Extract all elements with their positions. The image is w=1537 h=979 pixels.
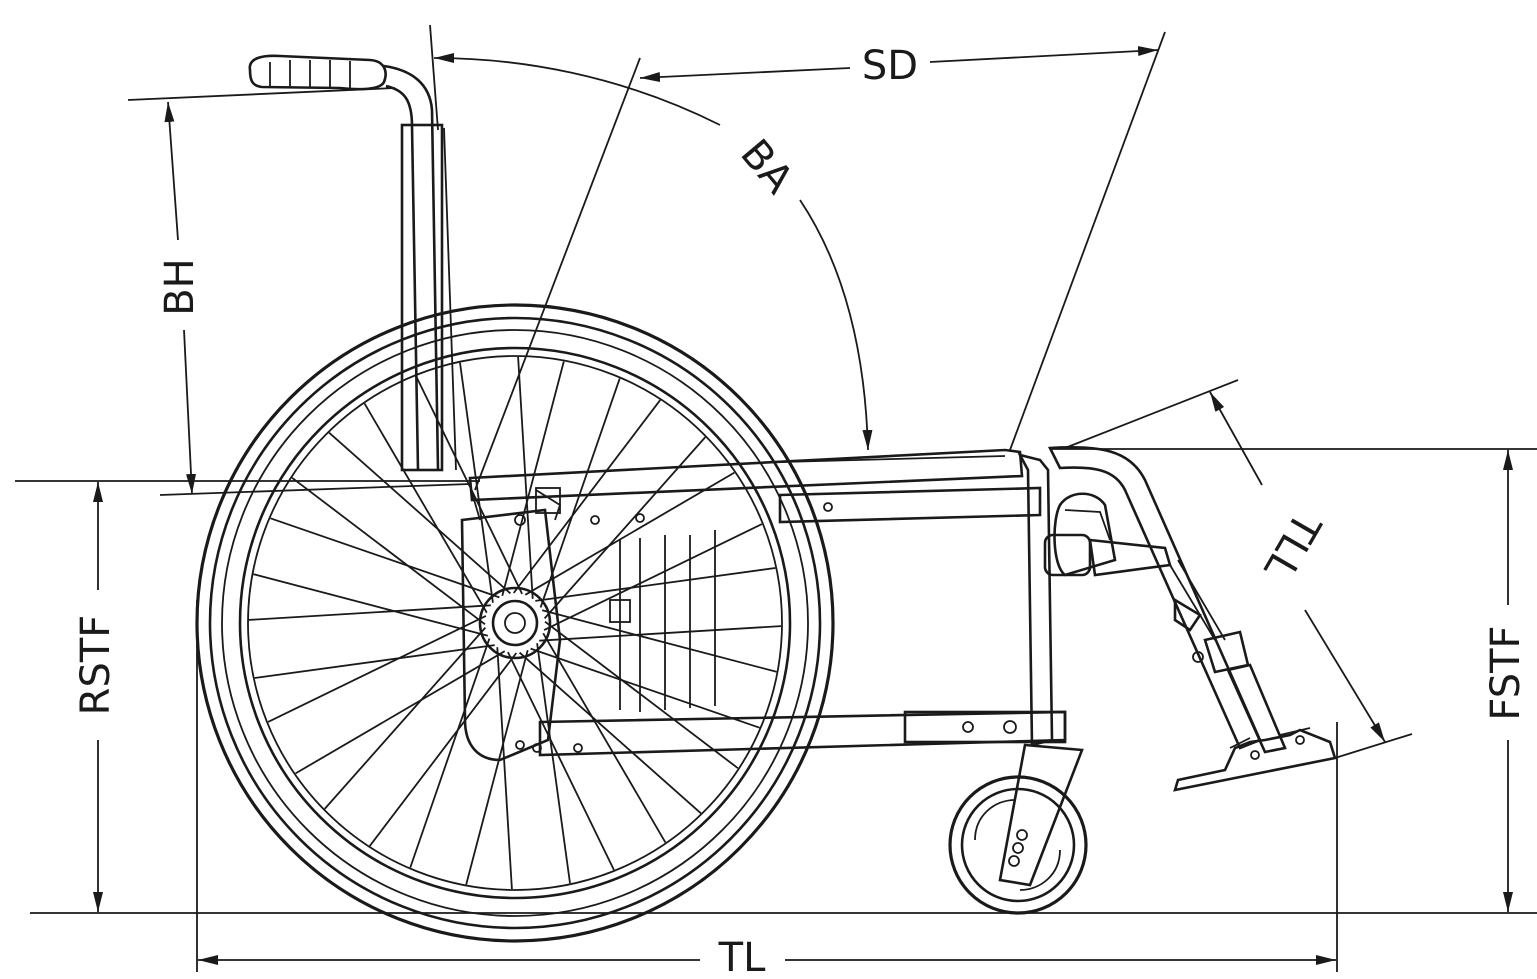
seat-plane-line [159,483,471,496]
seat-depth-front-line [1009,31,1166,451]
spoke [541,609,777,673]
spoke [543,523,763,631]
spoke [254,644,495,679]
spoke [539,625,782,642]
ba-arc-upper [433,53,721,126]
footrest-hanger [1043,445,1337,792]
spoke [512,399,661,594]
spoke [291,477,486,626]
sd-label: SD [862,43,918,89]
ba-arc-lower [799,199,873,451]
spoke [324,627,487,810]
tll-label: TLL [1254,504,1329,588]
spoke [295,650,506,775]
spoke [409,638,491,868]
spoke [544,620,739,769]
spoke [519,651,702,814]
spoke [517,356,534,599]
spoke [369,652,518,847]
spoke [459,362,494,603]
spoke [248,604,491,621]
spoke [465,649,529,885]
tll-top-extension [1064,379,1239,449]
back-post [400,123,457,472]
spoke [267,615,487,723]
back-angle-line [429,24,439,131]
backrest-top-line [127,87,396,101]
spoke [539,378,621,608]
bh-arrow-top [164,101,179,241]
rear-wheel [195,303,835,943]
spoke [496,647,513,890]
spoke [363,403,488,614]
spoke [507,651,615,871]
spoke [524,471,735,596]
caster [948,743,1088,915]
spoke [415,375,523,595]
tll-arrow-bottom [1304,609,1386,743]
spoke [270,517,500,599]
sd-arrow-right [929,46,1159,63]
fstf-label: FSTF [1483,625,1529,720]
tll-bottom-extension [1334,733,1413,759]
ba-label: BA [731,131,802,203]
tl-label: TL [718,935,766,979]
tll-arrow-top [1209,391,1263,486]
bh-label: BH [157,258,203,316]
spoke [501,361,565,597]
wheelchair-drawing [195,54,1337,943]
spoke [328,432,511,595]
spoke [253,573,489,637]
spoke [535,567,776,602]
seat-depth-rear-line [474,57,641,491]
wheel-spokes [248,356,782,890]
rstf-label: RSTF [73,615,119,716]
bh-arrow-bottom [183,329,197,495]
spoke [536,643,571,884]
sd-arrow-left [639,67,851,83]
seat-frame [460,448,1067,762]
spoke [542,632,667,843]
dimension-lines: SD BA BH RSTF FSTF TLL TL [15,24,1537,979]
spoke [530,647,760,729]
